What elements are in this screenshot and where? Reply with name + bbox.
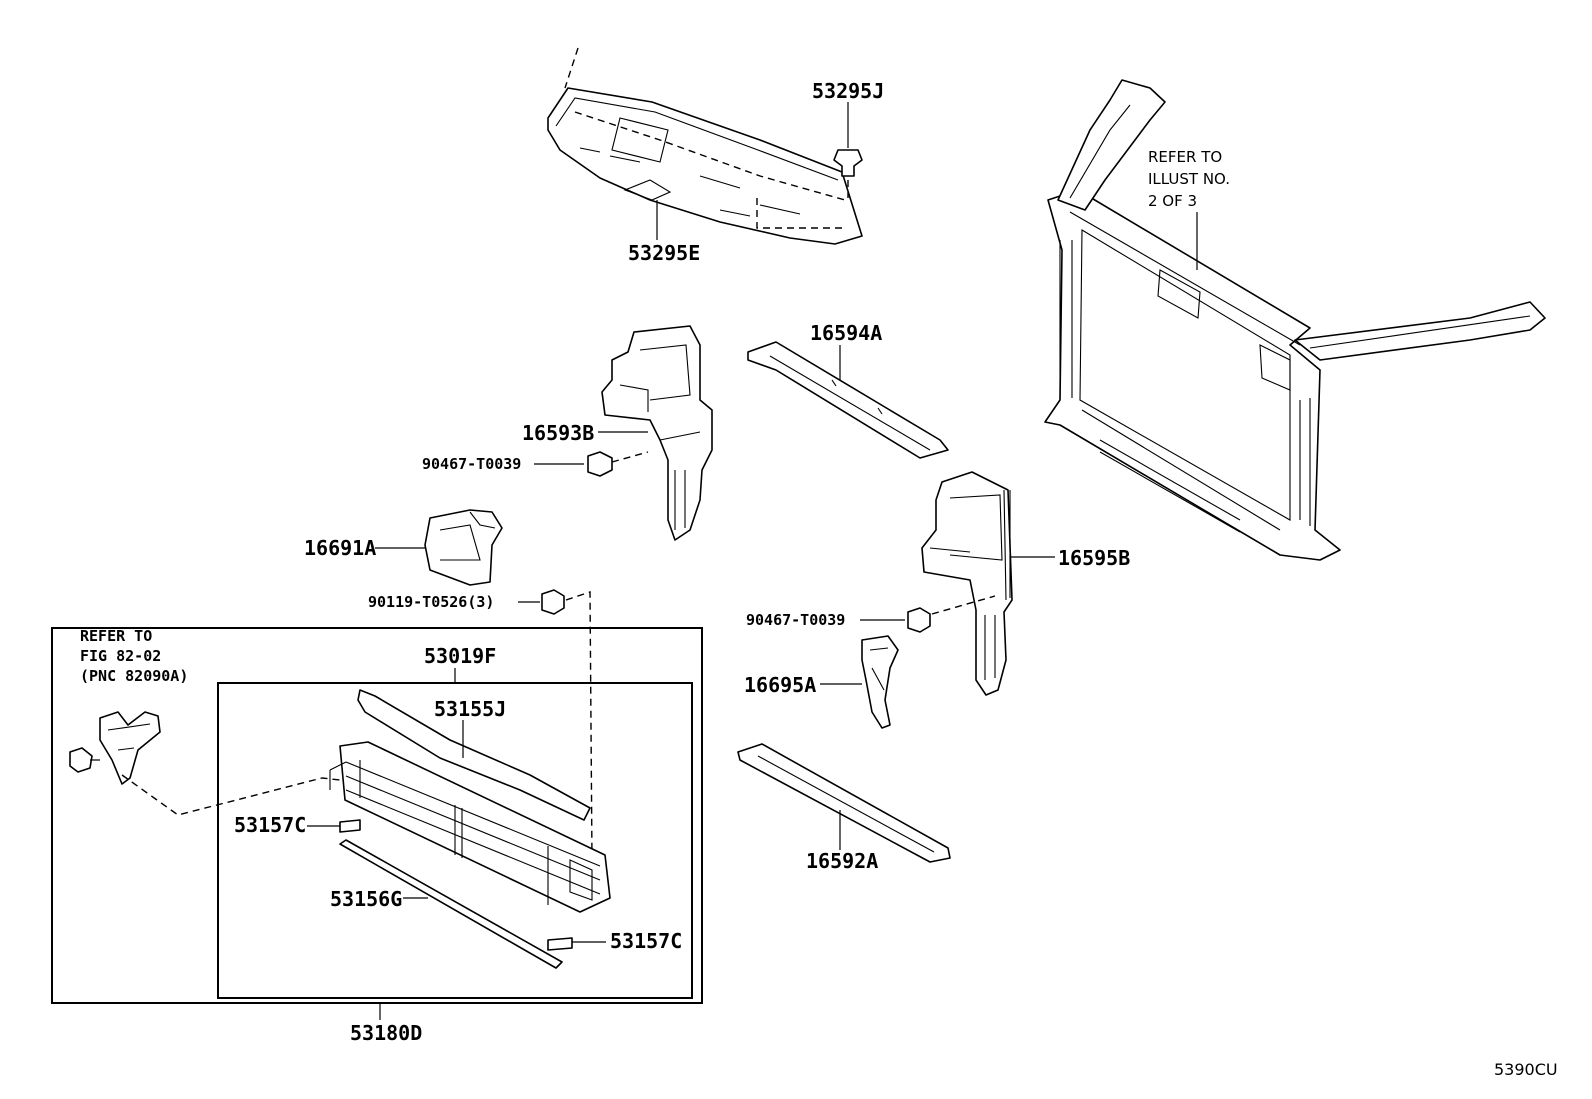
- label-53155J: 53155J: [434, 697, 506, 721]
- note-refer-illust-line3: 2 OF 3: [1148, 192, 1197, 210]
- part-53155J-seal[interactable]: [357, 689, 591, 821]
- part-53019F-shutter[interactable]: [329, 741, 611, 913]
- label-53156G: 53156G: [330, 887, 402, 911]
- part-16595B-air-guide[interactable]: [921, 471, 1013, 696]
- part-16691A-air-guide[interactable]: [424, 509, 503, 586]
- label-16691A: 16691A: [304, 536, 376, 560]
- label-16595B: 16595B: [1058, 546, 1130, 570]
- label-53295E: 53295E: [628, 241, 700, 265]
- label-16594A: 16594A: [810, 321, 882, 345]
- note-refer-fig-line2: FIG 82-02: [80, 647, 161, 665]
- bolt-icon[interactable]: [860, 595, 996, 633]
- label-90119-T0526: 90119-T0526(3): [368, 593, 494, 611]
- part-53157C-pad-upper[interactable]: [339, 819, 361, 833]
- note-refer-fig-line3: (PNC 82090A): [80, 667, 188, 685]
- note-refer-illust-line2: ILLUST NO.: [1148, 170, 1230, 188]
- note-refer-fig-line1: REFER TO: [80, 627, 152, 645]
- part-53157C-pad-lower[interactable]: [547, 937, 573, 951]
- label-53157C-upper: 53157C: [234, 813, 306, 837]
- part-16592A-seal[interactable]: [737, 743, 951, 863]
- part-16593B-air-guide[interactable]: [601, 325, 713, 541]
- label-90467-T0039-right: 90467-T0039: [746, 611, 845, 629]
- note-refer-illust: REFER TO ILLUST NO. 2 OF 3: [1148, 148, 1230, 210]
- label-90467-T0039-left: 90467-T0039: [422, 455, 521, 473]
- label-16695A: 16695A: [744, 673, 816, 697]
- label-53180D: 53180D: [350, 1021, 422, 1045]
- label-53157C-lower: 53157C: [610, 929, 682, 953]
- label-53295J: 53295J: [812, 79, 884, 103]
- connector-icon[interactable]: [69, 711, 161, 785]
- bolt-icon[interactable]: [534, 451, 649, 477]
- label-16593B: 16593B: [522, 421, 594, 445]
- note-refer-fig: REFER TO FIG 82-02 (PNC 82090A): [80, 627, 188, 685]
- part-radiator-support-frame[interactable]: [1044, 79, 1546, 561]
- label-53019F: 53019F: [424, 644, 496, 668]
- clip-fastener-icon[interactable]: [833, 102, 863, 198]
- label-16592A: 16592A: [806, 849, 878, 873]
- part-53156G-seal[interactable]: [339, 839, 563, 969]
- diagram-code: 5390CU: [1494, 1060, 1558, 1079]
- group-53180D-box: [51, 627, 703, 1004]
- note-refer-illust-line1: REFER TO: [1148, 148, 1222, 166]
- bolt-icon[interactable]: [518, 589, 593, 861]
- part-16594A-seal[interactable]: [747, 341, 949, 459]
- part-53295E-cover[interactable]: [547, 47, 863, 245]
- part-16695A-bracket[interactable]: [861, 635, 899, 729]
